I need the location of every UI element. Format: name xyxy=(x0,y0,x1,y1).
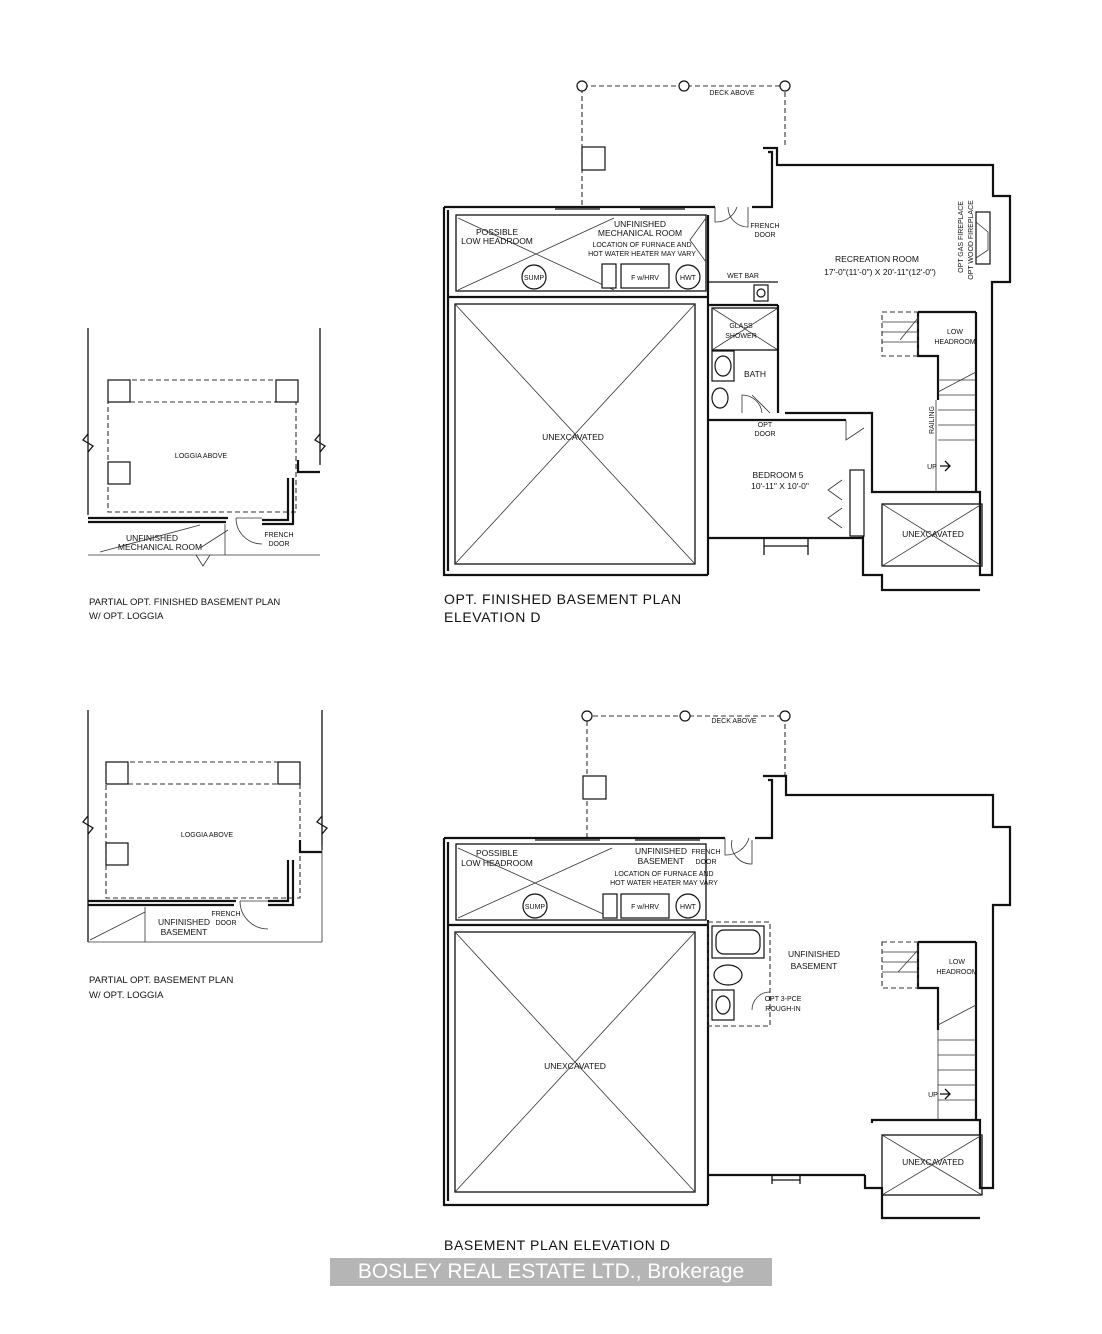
furnace-label: F w/HRV xyxy=(631,275,659,282)
unfinished-label: UNFINISHED xyxy=(158,917,210,927)
low-headroom-label: LOW xyxy=(949,959,965,966)
mech-note: HOT WATER HEATER MAY VARY xyxy=(588,251,696,258)
furnace-label: F w/HRV xyxy=(631,904,659,911)
low-headroom-label: HEADROOM xyxy=(936,969,977,976)
mech-room-label: MECHANICAL ROOM xyxy=(118,542,202,552)
unfinished-label: BASEMENT xyxy=(161,927,208,937)
mech-note: HOT WATER HEATER MAY VARY xyxy=(610,880,718,887)
unfinished-main-label: UNFINISHED xyxy=(788,949,840,959)
rough-in-label: OPT 3-PCE xyxy=(765,996,802,1003)
french-door-label: DOOR xyxy=(269,541,290,548)
unfinished-main-label: BASEMENT xyxy=(791,961,838,971)
sump-label: SUMP xyxy=(525,904,546,911)
possible-low-headroom: POSSIBLE xyxy=(476,848,518,858)
caption: PARTIAL OPT. BASEMENT PLAN xyxy=(89,975,233,986)
french-door-label: FRENCH xyxy=(211,911,240,918)
opt-finished-basement-plan: DECK ABOVE xyxy=(442,80,1012,625)
mech-note: LOCATION OF FURNACE AND xyxy=(592,242,691,249)
plan-title: ELEVATION D xyxy=(444,609,541,625)
mech-room-label: MECHANICAL ROOM xyxy=(598,228,682,238)
caption: W/ OPT. LOGGIA xyxy=(89,611,164,622)
wet-bar-label: WET BAR xyxy=(727,273,759,280)
loggia-label: LOGGIA ABOVE xyxy=(181,832,233,839)
mech-room-label: UNFINISHED xyxy=(126,533,178,543)
mech-note: LOCATION OF FURNACE AND xyxy=(614,871,713,878)
french-door-label: DOOR xyxy=(696,859,717,866)
low-headroom-label: LOW xyxy=(947,329,963,336)
plan-title: OPT. FINISHED BASEMENT PLAN xyxy=(444,591,682,607)
sump-label: SUMP xyxy=(524,275,545,282)
deck-label: DECK ABOVE xyxy=(709,90,754,97)
partial-finished-basement-plan: LOGGIA ABOVE UNFINISHED MECHANICAL ROOM … xyxy=(82,328,326,622)
opt-door-label: OPT xyxy=(758,422,773,429)
unfinished-top-label: BASEMENT xyxy=(638,856,685,866)
deck-label: DECK ABOVE xyxy=(711,718,756,725)
french-door-label: FRENCH xyxy=(750,223,779,230)
french-door-label: FRENCH xyxy=(264,532,293,539)
caption: PARTIAL OPT. FINISHED BASEMENT PLAN xyxy=(89,597,280,608)
partial-basement-plan: LOGGIA ABOVE UNFINISHED BASEMENT FRENCH … xyxy=(82,710,328,1001)
fireplace-label: OPT WOOD FIREPLACE xyxy=(968,200,975,280)
french-door-label: FRENCH xyxy=(691,849,720,856)
possible-low-headroom: LOW HEADROOM xyxy=(461,858,533,868)
basement-plan-elevation-d: DECK ABOVE xyxy=(442,710,1012,1253)
possible-low-headroom: POSSIBLE xyxy=(476,227,518,237)
up-label: UP xyxy=(928,1092,938,1099)
up-label: UP xyxy=(927,464,937,471)
low-headroom-label: HEADROOM xyxy=(934,339,975,346)
caption: W/ OPT. LOGGIA xyxy=(89,990,164,1001)
possible-low-headroom: LOW HEADROOM xyxy=(461,236,533,246)
french-door-label: DOOR xyxy=(755,232,776,239)
rec-room-size: 17'-0"(11'-0") X 20'-11"(12'-0") xyxy=(824,267,936,277)
glass-shower-label: GLASS xyxy=(729,323,753,330)
watermark: BOSLEY REAL ESTATE LTD., Brokerage xyxy=(330,1258,772,1286)
fireplace-label: OPT GAS FIREPLACE xyxy=(958,201,965,273)
bedroom-label: BEDROOM 5 xyxy=(752,470,803,480)
unexcavated-label: UNEXCAVATED xyxy=(544,1061,606,1071)
rec-room-label: RECREATION ROOM xyxy=(835,254,919,264)
unfinished-top-label: UNFINISHED xyxy=(635,846,687,856)
plan-title: BASEMENT PLAN ELEVATION D xyxy=(444,1237,671,1253)
railing-label: RAILING xyxy=(929,406,936,434)
hwt-label: HWT xyxy=(680,275,697,282)
loggia-label: LOGGIA ABOVE xyxy=(175,453,227,460)
hwt-label: HWT xyxy=(680,904,697,911)
bath-label: BATH xyxy=(744,369,766,379)
bedroom-size: 10'-11" X 10'-0" xyxy=(751,481,809,491)
rough-in-label: ROUGH-IN xyxy=(765,1006,800,1013)
mech-room-label: UNFINISHED xyxy=(614,219,666,229)
unexcavated-small-label: UNEXCAVATED xyxy=(902,529,964,539)
opt-door-label: DOOR xyxy=(755,431,776,438)
glass-shower-label: SHOWER xyxy=(725,333,757,340)
french-door-label: DOOR xyxy=(216,920,237,927)
unexcavated-label: UNEXCAVATED xyxy=(542,432,604,442)
unexcavated-small-label: UNEXCAVATED xyxy=(902,1157,964,1167)
